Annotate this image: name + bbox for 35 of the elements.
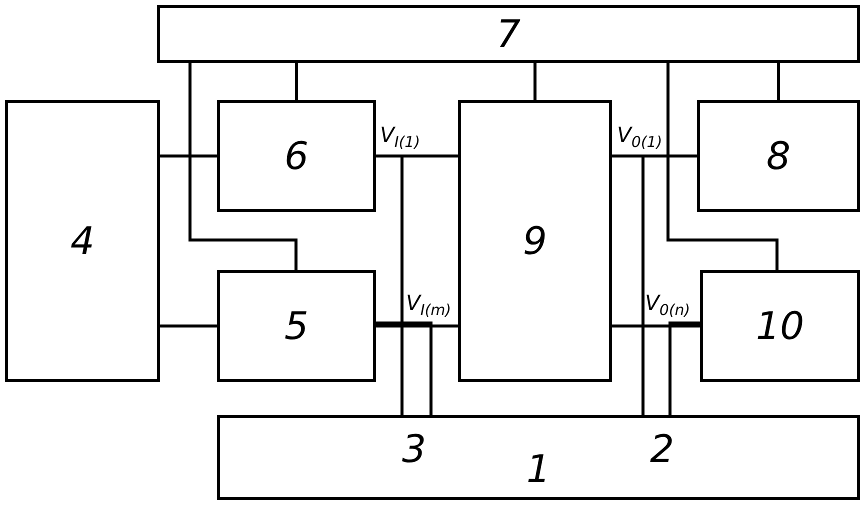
connector-line: [668, 322, 700, 415]
block-box: [157, 5, 860, 63]
block-number: 8: [766, 137, 791, 175]
bus-number: 3: [402, 430, 426, 468]
connector-line: [376, 324, 458, 328]
connector-line: [534, 63, 536, 100]
block-box: [217, 100, 376, 212]
signal-label: V$_{I(1)}$: [380, 124, 420, 150]
block-box: [697, 100, 860, 212]
connector-line: [160, 154, 217, 158]
connector-line: [376, 322, 432, 415]
connector-line: [188, 63, 298, 270]
signal-label: V$_{0(n)}$: [645, 292, 690, 318]
connector-line: [376, 154, 404, 415]
connector-line: [612, 324, 700, 328]
block-box: [217, 415, 860, 500]
connector-line: [295, 63, 298, 100]
block-box: [5, 100, 160, 382]
connector-line: [666, 63, 778, 270]
block-number: 9: [522, 222, 548, 260]
connector-line: [160, 324, 217, 328]
bus-number: 2: [650, 430, 674, 468]
connector-line: [777, 63, 780, 100]
block-number: 6: [284, 137, 309, 175]
block-box: [458, 100, 612, 382]
block-number: 1: [526, 450, 551, 488]
block-box: [217, 270, 376, 382]
signal-label: V$_{0(1)}$: [617, 124, 662, 150]
signal-label: V$_{I(m)}$: [406, 292, 452, 318]
block-number: 10: [756, 307, 804, 345]
block-number: 4: [70, 222, 95, 260]
block-number: 5: [284, 307, 309, 345]
block-number: 7: [496, 15, 521, 53]
block-box: [700, 270, 860, 382]
connector-line: [642, 154, 697, 415]
